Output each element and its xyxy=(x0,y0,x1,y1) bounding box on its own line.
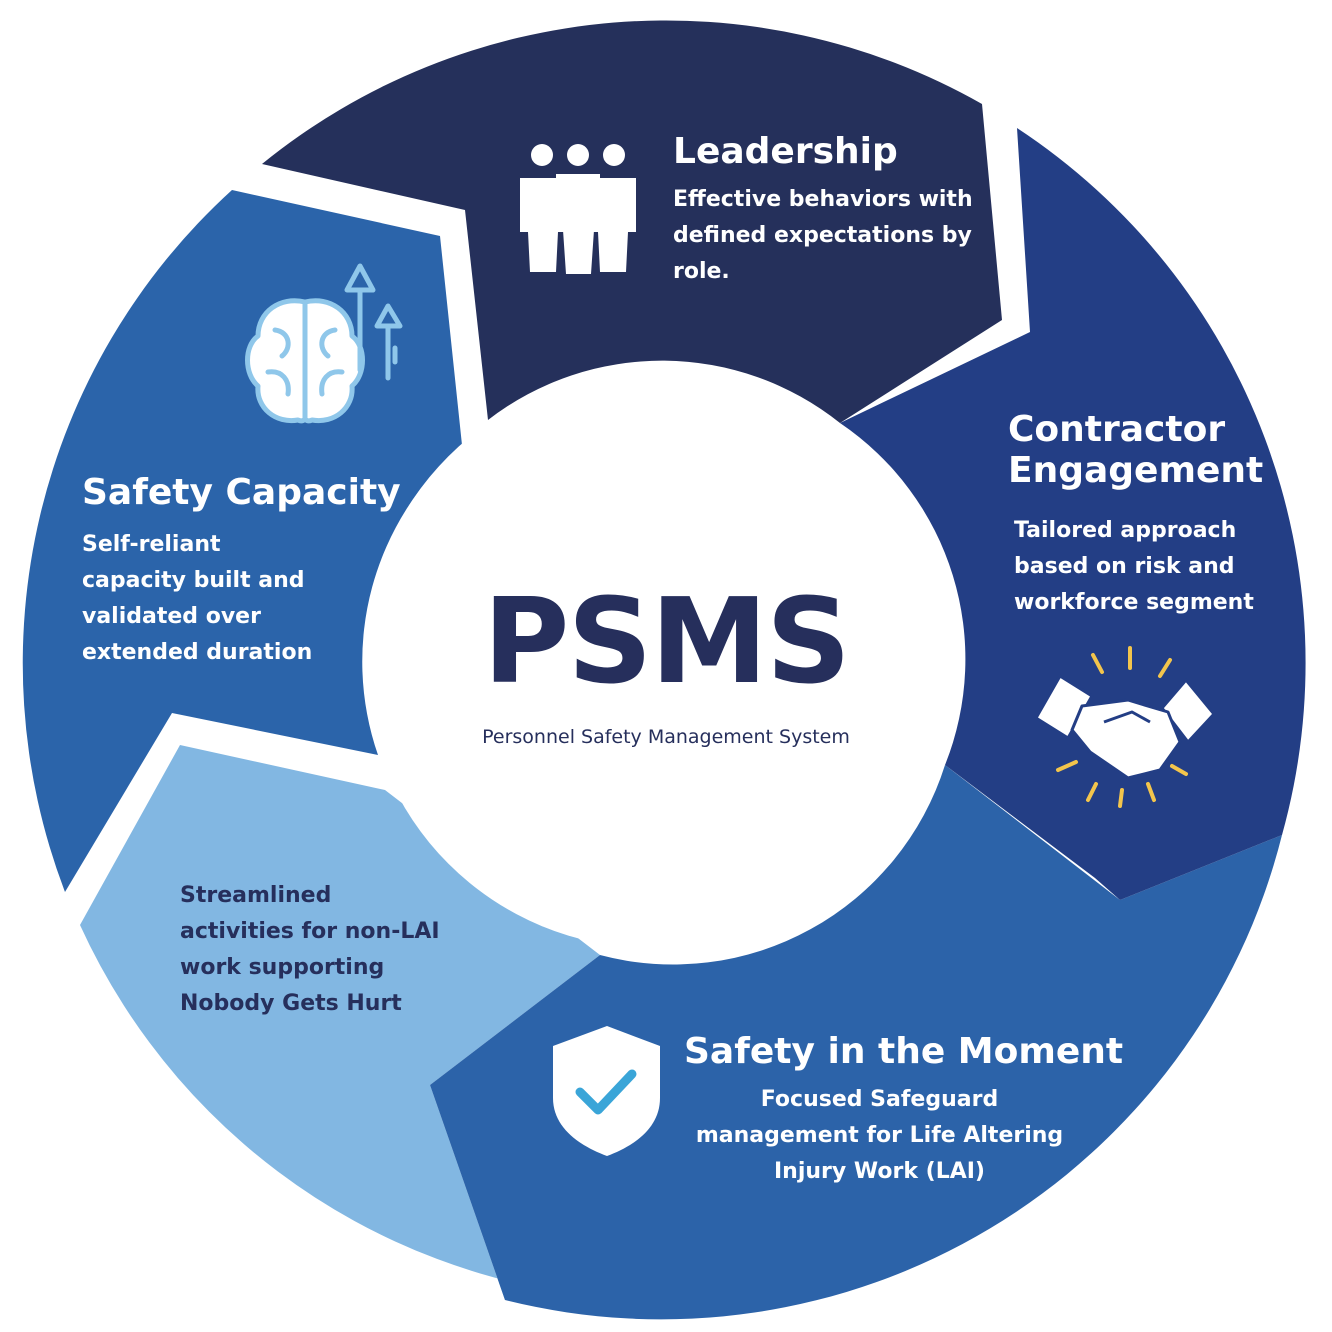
center-full-name: Personnel Safety Management System xyxy=(482,726,850,748)
shield-check-icon xyxy=(553,1026,660,1156)
moment-description: Focused Safeguard management for Life Al… xyxy=(695,1087,1064,1184)
capacity-title: Safety Capacity xyxy=(82,472,401,513)
contractor-description: Tailored approach based on risk and work… xyxy=(1014,518,1254,615)
center-acronym: PSMS xyxy=(483,572,851,710)
leadership-description: Effective behaviors with defined expecta… xyxy=(673,187,973,284)
contractor-title: Contractor Engagement xyxy=(1008,409,1264,492)
center-hub xyxy=(364,372,940,948)
brain-growth-icon xyxy=(245,263,403,424)
people-group-icon xyxy=(520,144,636,274)
segment-safety-in-the-moment xyxy=(430,765,1282,1320)
handshake-icon xyxy=(1034,646,1216,808)
moment-title: Safety in the Moment xyxy=(684,1031,1124,1072)
leadership-title: Leadership xyxy=(673,131,898,172)
capacity-description: Self-reliant capacity built and validate… xyxy=(82,532,313,665)
streamlined-description: Streamlined activities for non-LAI work … xyxy=(180,883,440,1016)
segment-streamlined xyxy=(80,745,660,1300)
